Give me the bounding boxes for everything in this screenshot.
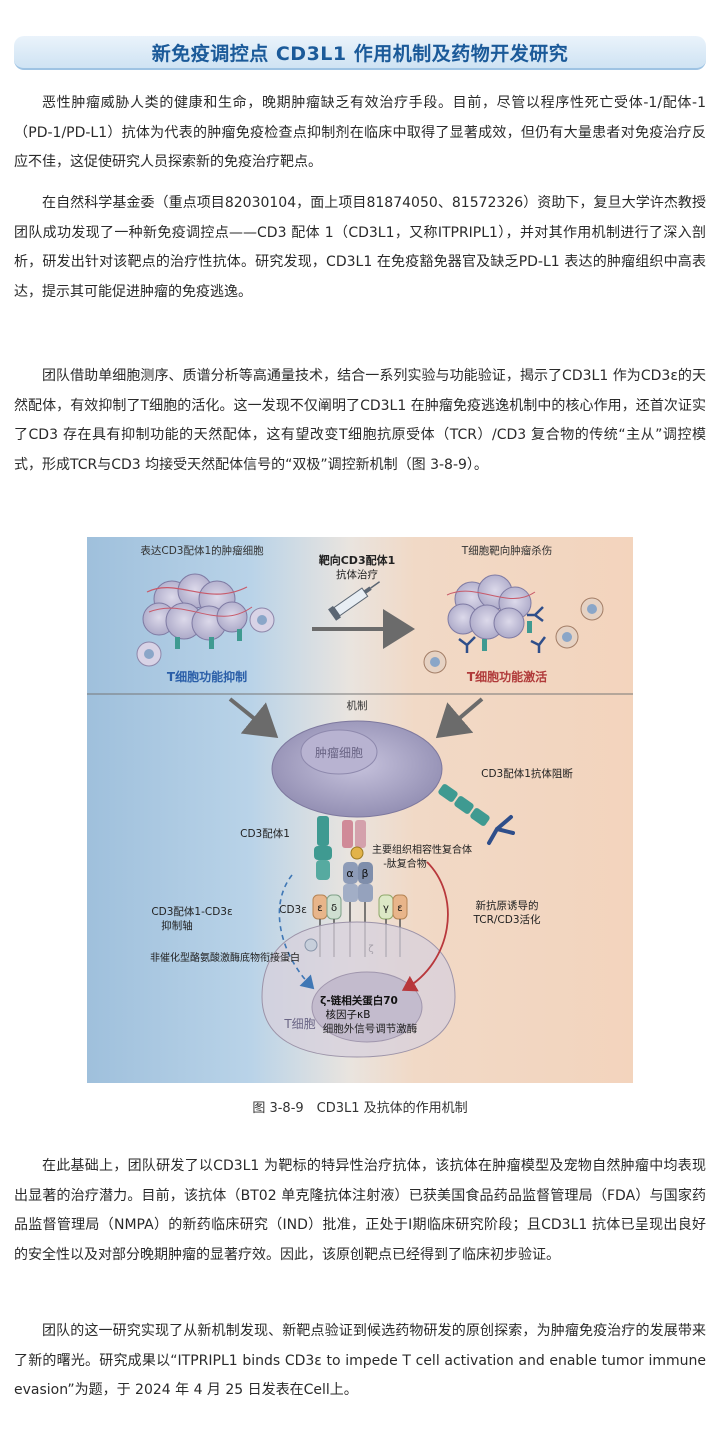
label-block: CD3配体1抗体阻断: [481, 767, 573, 780]
label-zap70: ζ-链相关蛋白70: [320, 994, 398, 1007]
label-axis-2: 抑制轴: [161, 919, 193, 932]
title-banner: 新免疫调控点 CD3L1 作用机制及药物开发研究: [14, 36, 706, 70]
mechanism-figure: 表达CD3配体1的肿瘤细胞 靶向CD3配体1 抗体治疗 T细胞靶向肿瘤杀伤 T细…: [87, 537, 633, 1083]
label-epsilon-right: ε: [397, 903, 402, 914]
mhc-peptide-complex: [342, 820, 366, 860]
label-tumor-cell: 肿瘤细胞: [315, 745, 363, 760]
paragraph-2: 在自然科学基金委（重点项目82030104，面上项目81874050、81572…: [14, 195, 706, 300]
label-t-activated: T细胞功能激活: [467, 669, 547, 684]
paragraph-1: 恶性肿瘤威胁人类的健康和生命，晚期肿瘤缺乏有效治疗手段。目前，尽管以程序性死亡受…: [14, 95, 706, 170]
label-erk: 细胞外信号调节激酶: [323, 1022, 418, 1035]
label-killing: T细胞靶向肿瘤杀伤: [461, 544, 552, 557]
figure-caption: 图 3-8-9 CD3L1 及抗体的作用机制: [252, 1101, 468, 1116]
paragraph-3: 团队借助单细胞测序、质谱分析等高通量技术，结合一系列实验与功能验证，揭示了CD3…: [14, 368, 706, 473]
label-ncp: 非催化型酪氨酸激酶底物衔接蛋白: [150, 951, 300, 964]
label-delta: δ: [331, 903, 337, 914]
label-mechanism: 机制: [347, 699, 368, 712]
page-title: 新免疫调控点 CD3L1 作用机制及药物开发研究: [151, 42, 569, 65]
label-tcell: T细胞: [283, 1017, 315, 1031]
label-mhc-1: 主要组织相容性复合体: [372, 843, 472, 856]
cd3l1-antibody-blocked: [438, 784, 515, 845]
nck-icon: [304, 938, 318, 952]
label-mhc-2: -肽复合物: [383, 857, 427, 870]
label-epsilon-left: ε: [317, 903, 322, 914]
label-gamma: γ: [383, 903, 389, 914]
paragraph-4: 在此基础上，团队研发了以CD3L1 为靶标的特异性治疗抗体，该抗体在肿瘤模型及宠…: [14, 1158, 706, 1263]
cd3l1-ligand: [314, 816, 332, 880]
tcr-alpha-beta: [343, 862, 373, 957]
syringe-icon: [328, 581, 381, 621]
right-tumor-cluster: [446, 574, 546, 653]
label-cd3l1: CD3配体1: [240, 828, 290, 840]
label-axis-1: CD3配体1-CD3ε: [151, 906, 232, 918]
label-beta: β: [361, 867, 368, 880]
left-tumor-cluster: [142, 573, 253, 649]
label-cd3e: CD3ε: [279, 904, 307, 916]
label-activation-2: TCR/CD3活化: [472, 913, 541, 926]
cd3-gamma-epsilon: [378, 894, 408, 957]
paragraph-5: 团队的这一研究实现了从新机制发现、新靶点验证到候选药物研发的原创探索，为肿瘤免疫…: [14, 1323, 706, 1398]
label-tumor-cd3l1: 表达CD3配体1的肿瘤细胞: [140, 544, 264, 557]
label-therapy-2: 抗体治疗: [336, 568, 378, 581]
label-activation-1: 新抗原诱导的: [476, 899, 539, 912]
label-therapy-1: 靶向CD3配体1: [319, 553, 396, 567]
label-nfkb: 核因子κB: [326, 1008, 371, 1021]
label-t-suppressed: T细胞功能抑制: [167, 669, 247, 684]
label-alpha: α: [346, 867, 353, 880]
